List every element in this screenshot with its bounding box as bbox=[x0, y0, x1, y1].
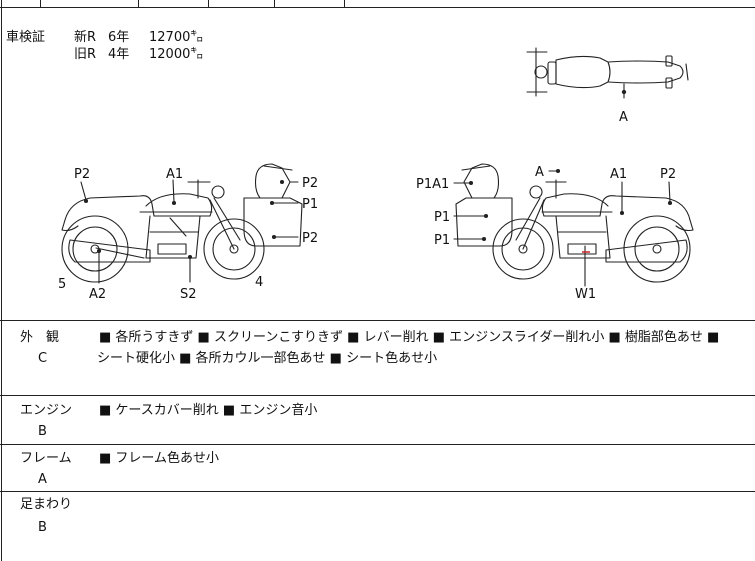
inspection-years: 6年 bbox=[108, 30, 130, 45]
condition-line: シート硬化小 ■ 各所カウル一部色あせ ■ シート色あせ小 bbox=[97, 351, 438, 366]
part-label: A1 bbox=[166, 167, 183, 182]
part-label: P1 bbox=[302, 197, 318, 212]
condition-category: エンジン bbox=[20, 403, 73, 418]
condition-line: ■ フレーム色あせ小 bbox=[99, 451, 220, 466]
condition-category: 足まわり bbox=[20, 497, 73, 512]
divider bbox=[0, 320, 755, 321]
part-label: P2 bbox=[302, 176, 318, 191]
part-label: P2 bbox=[74, 167, 90, 182]
part-label: P1A1 bbox=[416, 177, 449, 192]
divider bbox=[0, 491, 755, 492]
motorcycle-left-view bbox=[61, 163, 303, 284]
condition-description: ■ フレーム色あせ小 bbox=[99, 448, 749, 469]
header-cell bbox=[274, 0, 345, 7]
inspection-years: 4年 bbox=[108, 47, 130, 62]
part-label: P1 bbox=[434, 210, 450, 225]
part-label: P2 bbox=[660, 167, 676, 182]
condition-line: ■ 各所うすきず ■ スクリーンこすりきず ■ レバー削れ ■ エンジンスライダ… bbox=[99, 330, 720, 345]
condition-description: ■ 各所うすきず ■ スクリーンこすりきず ■ レバー削れ ■ エンジンスライダ… bbox=[97, 327, 749, 369]
motorcycle-right-view bbox=[453, 163, 694, 287]
inspection-row-new: 新R 6年 12700㌔ bbox=[74, 29, 203, 46]
inspection-type: 新R bbox=[74, 30, 97, 45]
motorcycle-top-view bbox=[526, 47, 689, 99]
motorcycle-damage-diagram: A P2 A1 P2 P1 P2 5 A2 S2 4 A A1 P2 P1A1 … bbox=[58, 47, 694, 302]
part-label: 5 bbox=[58, 277, 66, 292]
header-cell bbox=[208, 0, 275, 7]
divider bbox=[0, 444, 755, 445]
part-label: P1 bbox=[434, 233, 450, 248]
condition-grade: B bbox=[38, 520, 47, 535]
left-border bbox=[1, 0, 2, 561]
part-label: S2 bbox=[180, 287, 197, 302]
part-label: P2 bbox=[302, 231, 318, 246]
inspection-type: 旧R bbox=[74, 47, 97, 62]
condition-grade: C bbox=[38, 351, 48, 366]
condition-grade: B bbox=[38, 424, 47, 439]
condition-category: フレーム bbox=[20, 451, 72, 466]
divider bbox=[0, 395, 755, 396]
condition-description: ■ ケースカバー削れ ■ エンジン音小 bbox=[99, 400, 749, 421]
inspection-km: 12700㌔ bbox=[149, 30, 204, 45]
header-cell bbox=[40, 0, 139, 7]
header-cell bbox=[0, 0, 41, 7]
inspection-km: 12000㌔ bbox=[149, 47, 204, 62]
part-label: A bbox=[619, 110, 628, 125]
part-label: 4 bbox=[255, 275, 263, 290]
header-cell bbox=[138, 0, 209, 7]
condition-category: 外 観 bbox=[20, 330, 60, 345]
header-table-strip bbox=[0, 0, 755, 8]
part-label: W1 bbox=[575, 287, 596, 302]
part-label: A2 bbox=[89, 287, 106, 302]
condition-line: ■ ケースカバー削れ ■ エンジン音小 bbox=[99, 403, 318, 418]
part-label: A bbox=[535, 165, 544, 180]
inspection-label: 車検証 bbox=[6, 30, 46, 45]
inspection-row-old: 旧R 4年 12000㌔ bbox=[74, 46, 203, 63]
part-label: A1 bbox=[610, 167, 627, 182]
condition-grade: A bbox=[38, 472, 47, 487]
